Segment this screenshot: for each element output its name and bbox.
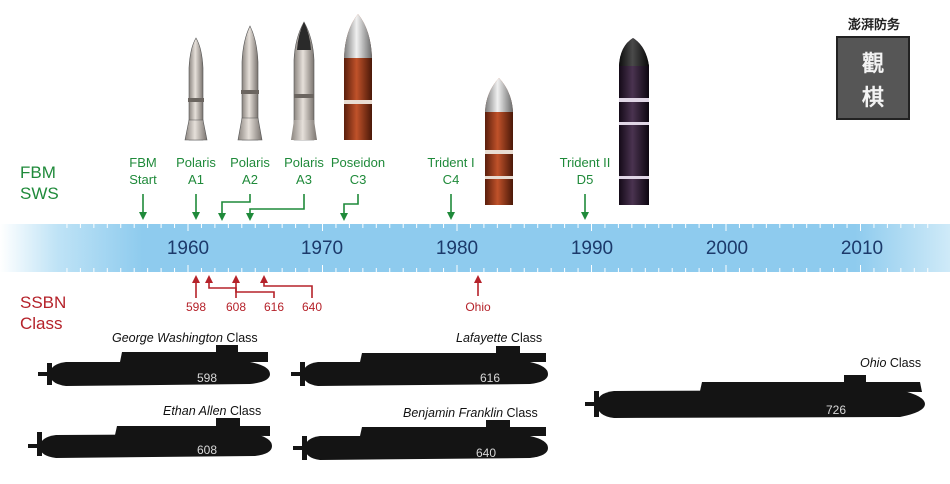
polaris-a2-missile	[237, 25, 263, 141]
polaris-a2-arrow	[218, 194, 251, 221]
fbm-sws-line1: FBM	[20, 163, 56, 182]
polaris-a1-missile	[184, 37, 208, 141]
year-1990: 1990	[570, 238, 614, 259]
hull-number-598: 598	[197, 371, 217, 385]
poseidon-c3-line2: C3	[349, 172, 367, 187]
ssbn-640-label: 640	[301, 300, 323, 314]
ssbn-608-arrow	[205, 275, 237, 298]
ssbn-608-label: 608	[225, 300, 247, 314]
logo-top-text: 澎湃防务	[847, 17, 900, 32]
lafayette-submarine: 616	[291, 346, 548, 386]
ethan-allen-submarine: 608	[28, 418, 272, 458]
class-suffix: Class	[222, 331, 258, 345]
timeline-ticks	[66, 224, 929, 272]
logo-char-2: 棋	[861, 85, 884, 111]
poseidon-c3-line1: Poseidon	[330, 155, 386, 170]
trident-i-line2: C4	[442, 172, 460, 187]
trident-ii-line1: Trident II	[559, 155, 611, 170]
fbm-sws-line2: SWS	[20, 184, 59, 203]
trident-i-line1: Trident I	[427, 155, 475, 170]
poseidon-c3-arrow	[340, 194, 359, 221]
ssbn-616-arrow	[232, 275, 275, 298]
ssbn-line2: Class	[20, 314, 63, 333]
class-name: Lafayette	[456, 331, 508, 345]
ohio-class-label: Ohio Class	[860, 356, 921, 370]
fbm-start-label: FBM Start	[129, 154, 156, 188]
george-washington-submarine: 598	[38, 345, 270, 386]
hull-number-608: 608	[197, 443, 217, 457]
hull-number-616: 616	[480, 371, 500, 385]
polaris-a2-line1: Polaris	[230, 155, 270, 170]
polaris-a1-line1: Polaris	[176, 155, 216, 170]
hull-number-640: 640	[476, 446, 496, 460]
benjamin-franklin-class-label: Benjamin Franklin Class	[403, 406, 538, 420]
ssbn-line1: SSBN	[20, 293, 67, 312]
polaris-a2-line2: A2	[242, 172, 258, 187]
class-suffix: Class	[507, 331, 543, 345]
trident-ii-d5-label: Trident II D5	[560, 154, 611, 188]
ssbn-598-label: 598	[185, 300, 207, 314]
class-name: Ohio	[860, 356, 887, 370]
year-1960: 1960	[166, 238, 210, 259]
george-washington-class-label: George Washington Class	[112, 331, 258, 345]
hull-number-726: 726	[826, 403, 846, 417]
class-suffix: Class	[226, 404, 262, 418]
class-name: Ethan Allen	[163, 404, 227, 418]
class-name: George Washington	[112, 331, 223, 345]
year-2010: 2010	[840, 238, 884, 259]
polaris-a2-label: Polaris A2	[230, 154, 270, 188]
trident-ii-d5-missile	[619, 38, 649, 205]
benjamin-franklin-submarine: 640	[293, 420, 548, 460]
polaris-a3-arrow	[246, 194, 305, 221]
trident-ii-line2: D5	[576, 172, 594, 187]
trident-i-c4-missile	[485, 78, 513, 205]
fbm-sws-label: FBM SWS	[20, 162, 59, 204]
ssbn-ohio-label: Ohio	[465, 300, 491, 314]
polaris-a3-label: Polaris A3	[284, 154, 324, 188]
ohio-submarine: 726	[585, 375, 925, 418]
polaris-a1-line2: A1	[188, 172, 204, 187]
year-1980: 1980	[435, 238, 479, 259]
ssbn-616-label: 616	[263, 300, 285, 314]
logo-char-1: 觀	[861, 51, 884, 77]
poseidon-c3-missile	[344, 14, 372, 140]
year-2000: 2000	[705, 238, 749, 259]
year-1970: 1970	[300, 238, 344, 259]
fbm-start-line2: Start	[129, 172, 157, 187]
trident-i-c4-label: Trident I C4	[427, 154, 474, 188]
class-suffix: Class	[886, 356, 922, 370]
polaris-a3-line1: Polaris	[284, 155, 324, 170]
lafayette-class-label: Lafayette Class	[456, 331, 542, 345]
poseidon-c3-label: Poseidon C3	[331, 154, 385, 188]
polaris-a1-label: Polaris A1	[176, 154, 216, 188]
polaris-a3-missile	[291, 21, 317, 141]
ssbn-class-label: SSBN Class	[20, 292, 66, 334]
logo-box: 觀 棋	[836, 36, 910, 120]
watermark-logo: 澎湃防务 觀 棋	[822, 14, 926, 124]
ssbn-640-arrow	[260, 275, 313, 298]
polaris-a3-line2: A3	[296, 172, 312, 187]
timeline-band	[0, 224, 950, 272]
class-name: Benjamin Franklin	[403, 406, 504, 420]
ethan-allen-class-label: Ethan Allen Class	[163, 404, 261, 418]
fbm-start-line1: FBM	[129, 155, 157, 170]
class-suffix: Class	[503, 406, 538, 420]
